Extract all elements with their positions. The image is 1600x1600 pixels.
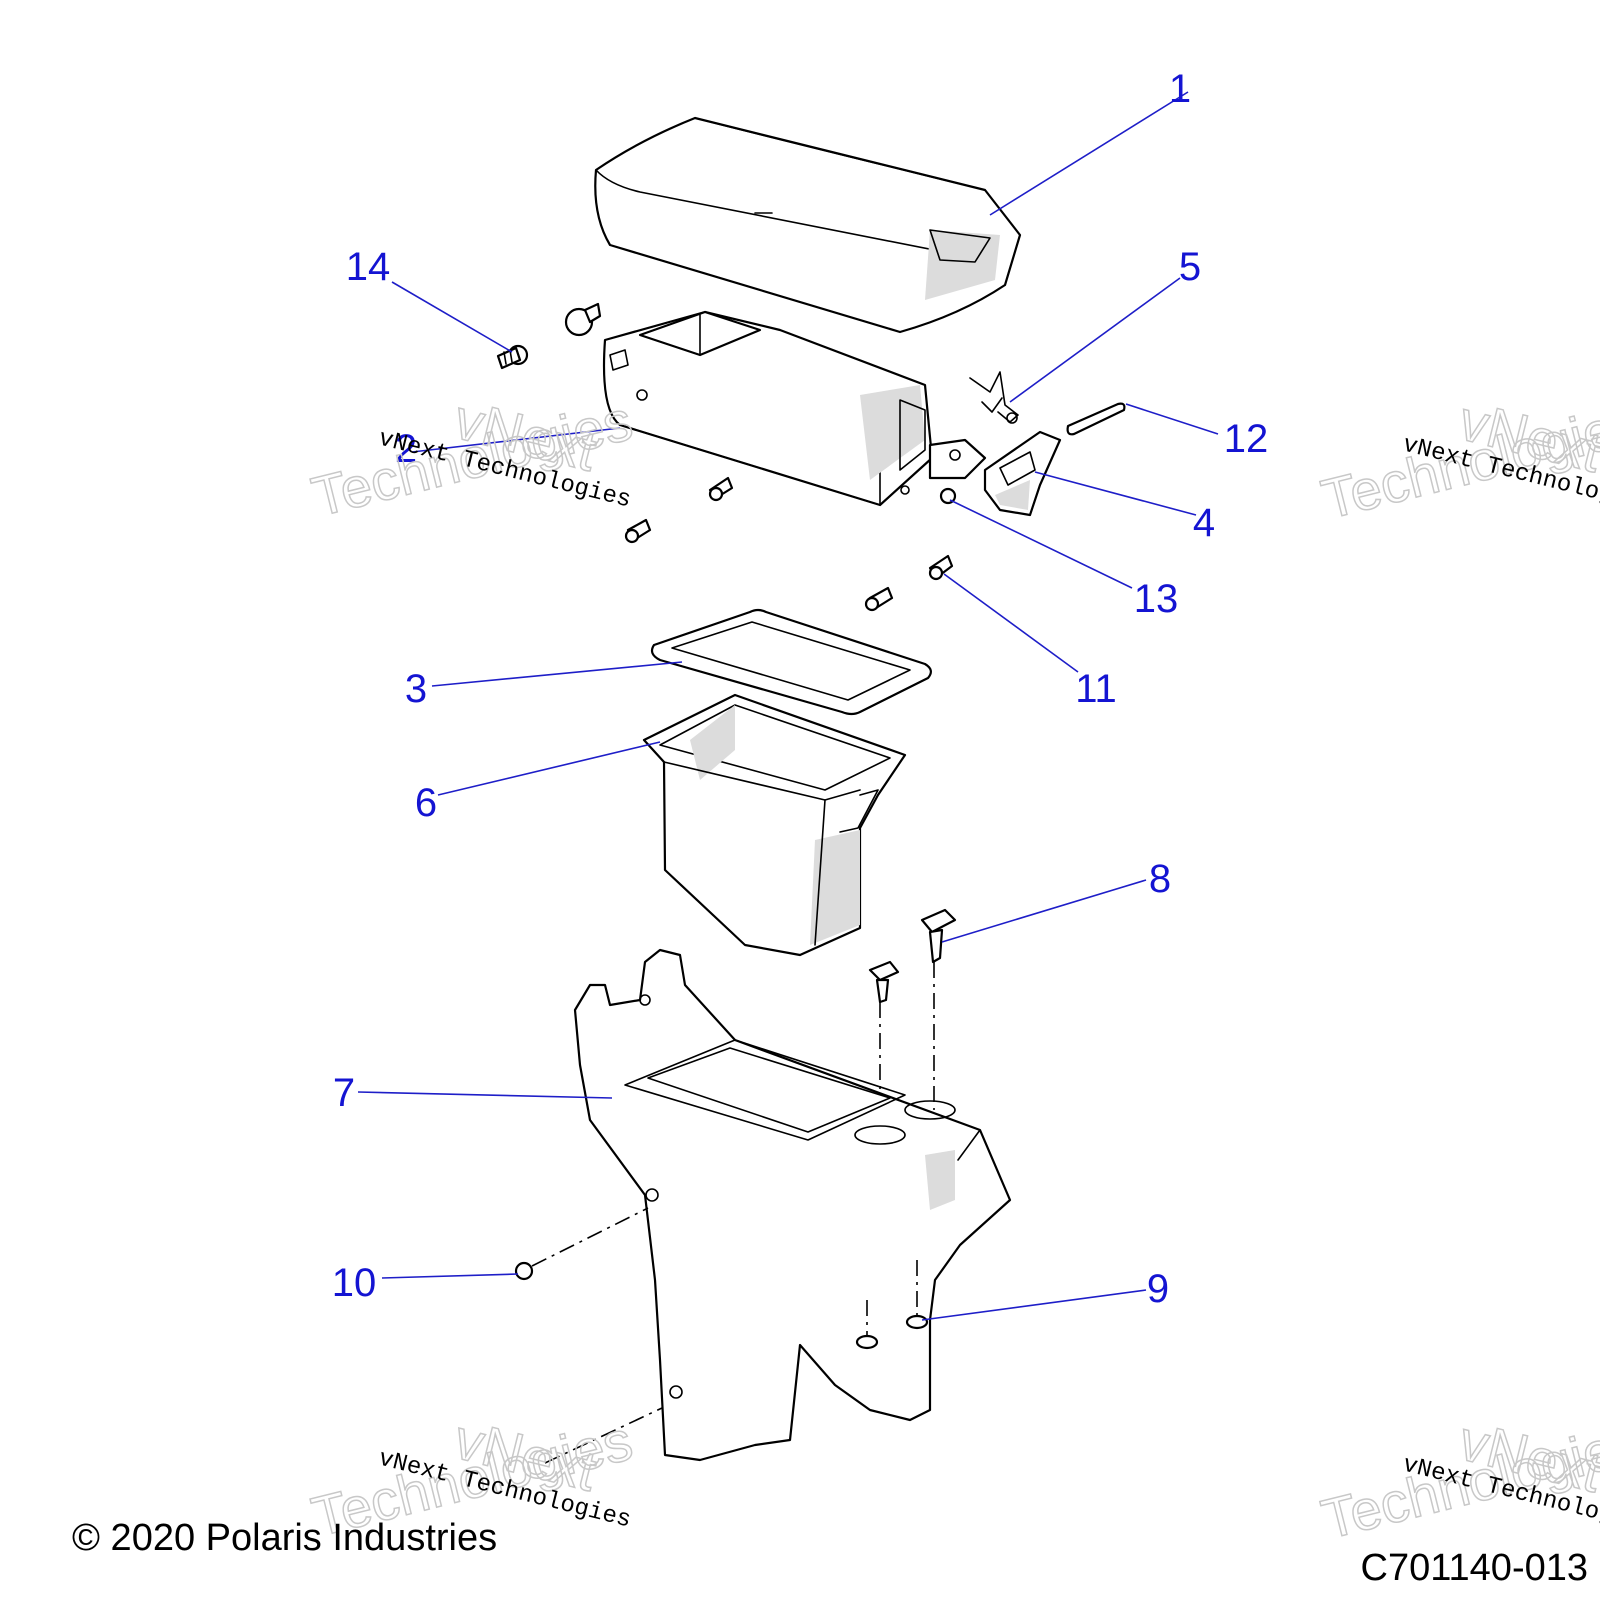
part-9-clips [855, 1260, 929, 1350]
callout-12: 12 [1224, 417, 1269, 461]
callout-9: 9 [1147, 1267, 1169, 1311]
leader-lines [357, 91, 1219, 1321]
drawing-number: C701140-013 [1361, 1547, 1588, 1589]
part-11-screws [624, 476, 954, 612]
part-10-pin [514, 1207, 663, 1464]
callout-5: 5 [1179, 245, 1201, 289]
callout-numbers: 1 2 3 4 5 6 7 8 9 10 11 12 13 14 [332, 67, 1269, 1311]
part-14-screws [496, 302, 602, 370]
part-5-spring [969, 371, 1019, 424]
part-1-lid [594, 116, 1022, 334]
callout-4: 4 [1193, 501, 1215, 545]
callout-8: 8 [1149, 857, 1171, 901]
callout-14: 14 [346, 245, 391, 289]
callout-1: 1 [1169, 67, 1191, 111]
part-3-gasket [650, 608, 932, 716]
part-6-bin [642, 693, 907, 957]
part-2-housing [602, 310, 987, 507]
callout-3: 3 [405, 667, 427, 711]
part-13-nut [939, 487, 957, 505]
part-7-console [573, 948, 1012, 1462]
part-12-pin [1066, 402, 1126, 436]
callout-2: 2 [395, 427, 417, 471]
part-4-latch [983, 430, 1062, 517]
callout-6: 6 [415, 781, 437, 825]
callout-7: 7 [333, 1071, 355, 1115]
watermark-top-left: vNext Technologies vNext Technologies [305, 386, 639, 529]
callout-11: 11 [1075, 667, 1117, 711]
watermark-bottom-left: vNext Technologies vNext Technologies [305, 1406, 639, 1549]
watermark-top-right: vNext Technologies vNext Technologies [1315, 388, 1600, 532]
copyright-text: © 2020 Polaris Industries [72, 1517, 497, 1559]
callout-10: 10 [332, 1261, 377, 1305]
callout-13: 13 [1134, 577, 1179, 621]
